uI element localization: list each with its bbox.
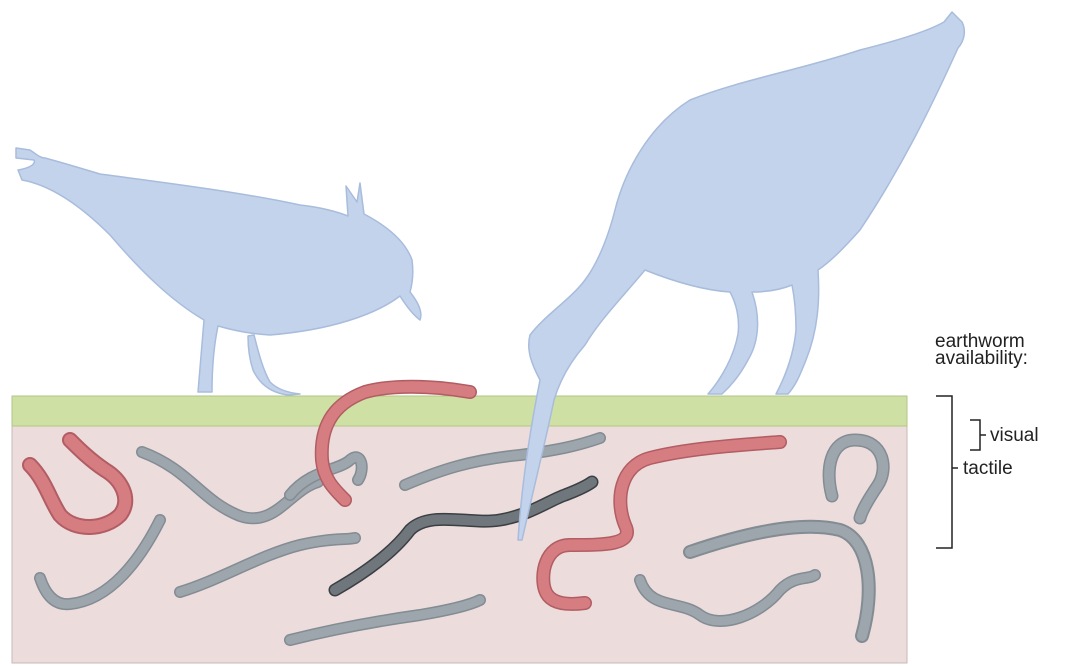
availability-heading: earthworm availability:: [935, 333, 1028, 367]
lapwing-silhouette: [16, 148, 421, 395]
tactile-label: tactile: [963, 460, 1013, 477]
visual-label: visual: [990, 427, 1039, 444]
heading-line-2: availability:: [935, 350, 1028, 367]
grass-layer: [12, 396, 907, 426]
